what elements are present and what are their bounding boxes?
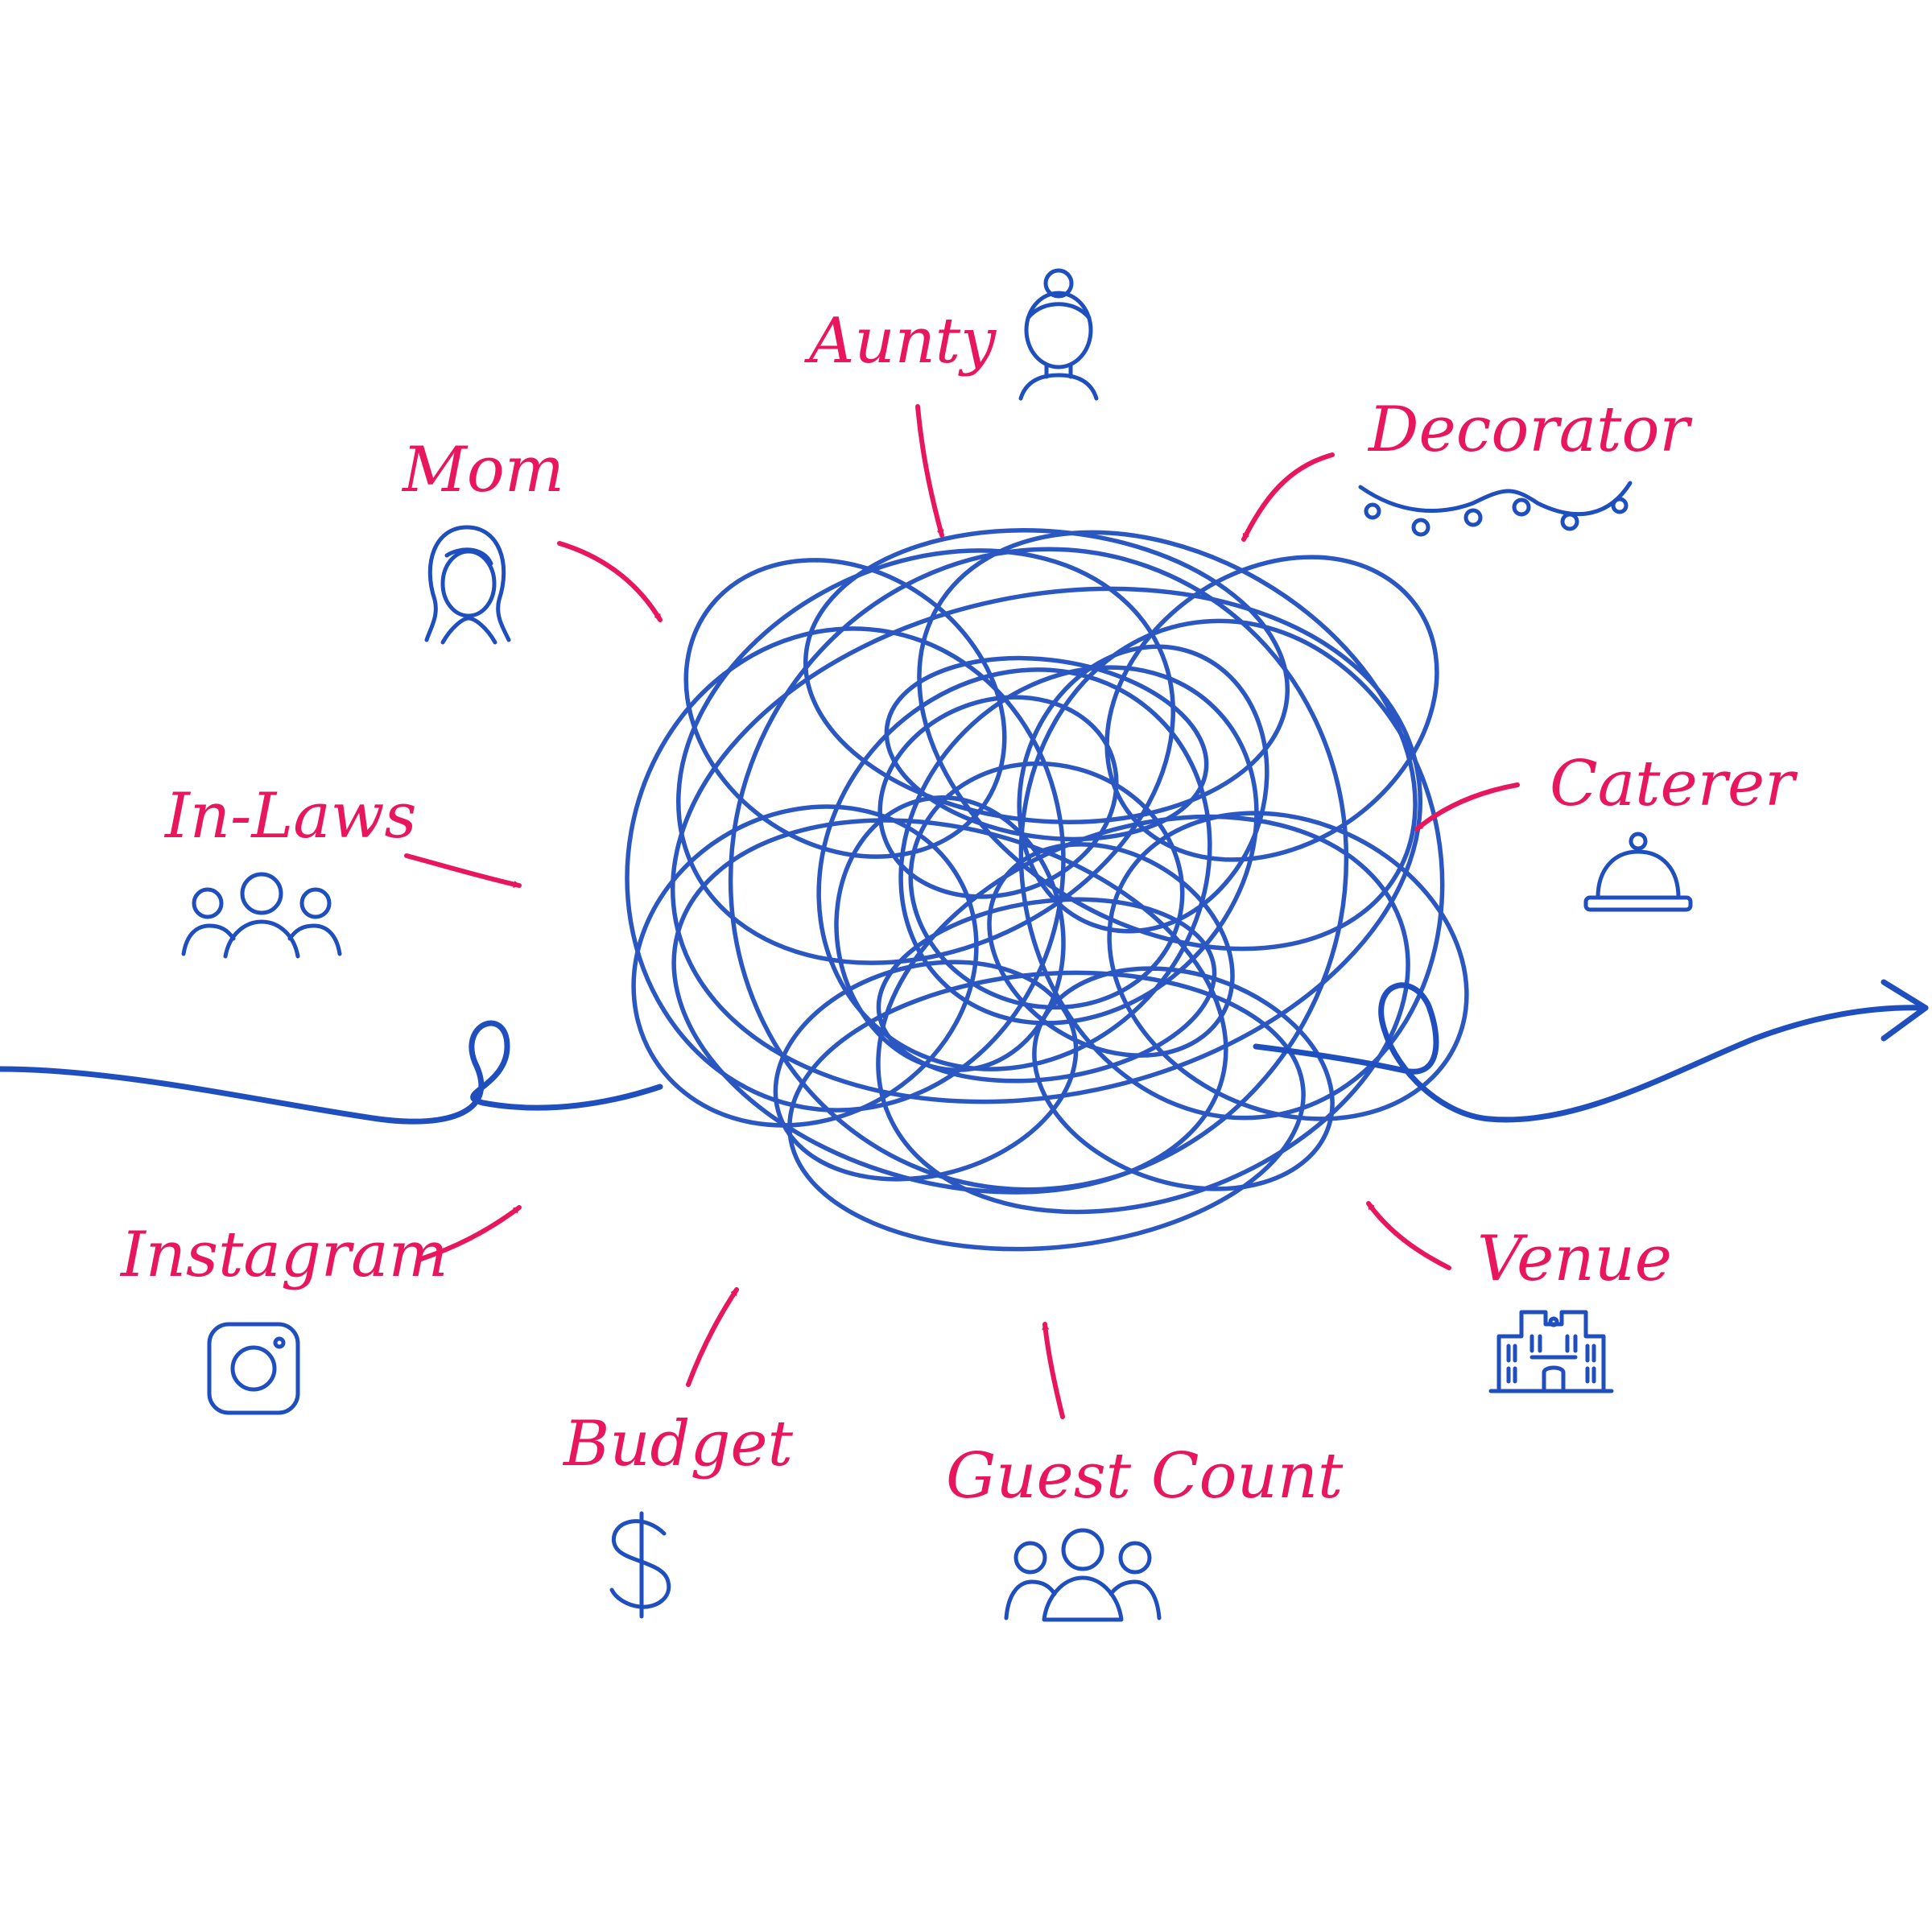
label-mom: Mom bbox=[401, 434, 564, 506]
label-instagram: Instagram bbox=[119, 1219, 448, 1291]
in-laws-group-icon bbox=[181, 872, 342, 959]
arrow-mom bbox=[557, 541, 663, 622]
arrow-in-laws bbox=[404, 853, 522, 888]
label-venue: Venue bbox=[1477, 1223, 1672, 1295]
building-icon bbox=[1488, 1310, 1614, 1393]
influence-arrows bbox=[404, 404, 1520, 1419]
arrow-guest-count bbox=[1042, 1322, 1065, 1419]
tangled-scribble bbox=[625, 528, 1469, 1252]
label-budget: Budget bbox=[562, 1408, 794, 1480]
label-decorator: Decorator bbox=[1367, 394, 1693, 466]
label-in-laws: In-Laws bbox=[163, 780, 417, 852]
guest-count-group-icon bbox=[1004, 1528, 1162, 1622]
woman-icon bbox=[424, 525, 511, 645]
instagram-icon bbox=[207, 1322, 300, 1415]
arrow-budget bbox=[686, 1287, 739, 1387]
label-aunty: Aunty bbox=[804, 305, 997, 378]
arrow-instagram bbox=[416, 1205, 522, 1262]
arrow-aunty bbox=[915, 404, 944, 538]
arrow-caterer bbox=[1414, 782, 1520, 832]
timeline-line bbox=[0, 979, 1929, 1125]
label-caterer: Caterer bbox=[1550, 748, 1798, 820]
string-lights-icon bbox=[1358, 481, 1633, 537]
food-cloche-icon bbox=[1583, 832, 1693, 912]
arrow-venue bbox=[1366, 1201, 1451, 1270]
woman-with-bun-icon bbox=[1018, 268, 1099, 401]
arrow-decorator bbox=[1241, 452, 1335, 542]
dollar-icon bbox=[609, 1511, 671, 1619]
label-guest-count: Guest Count bbox=[946, 1440, 1344, 1513]
